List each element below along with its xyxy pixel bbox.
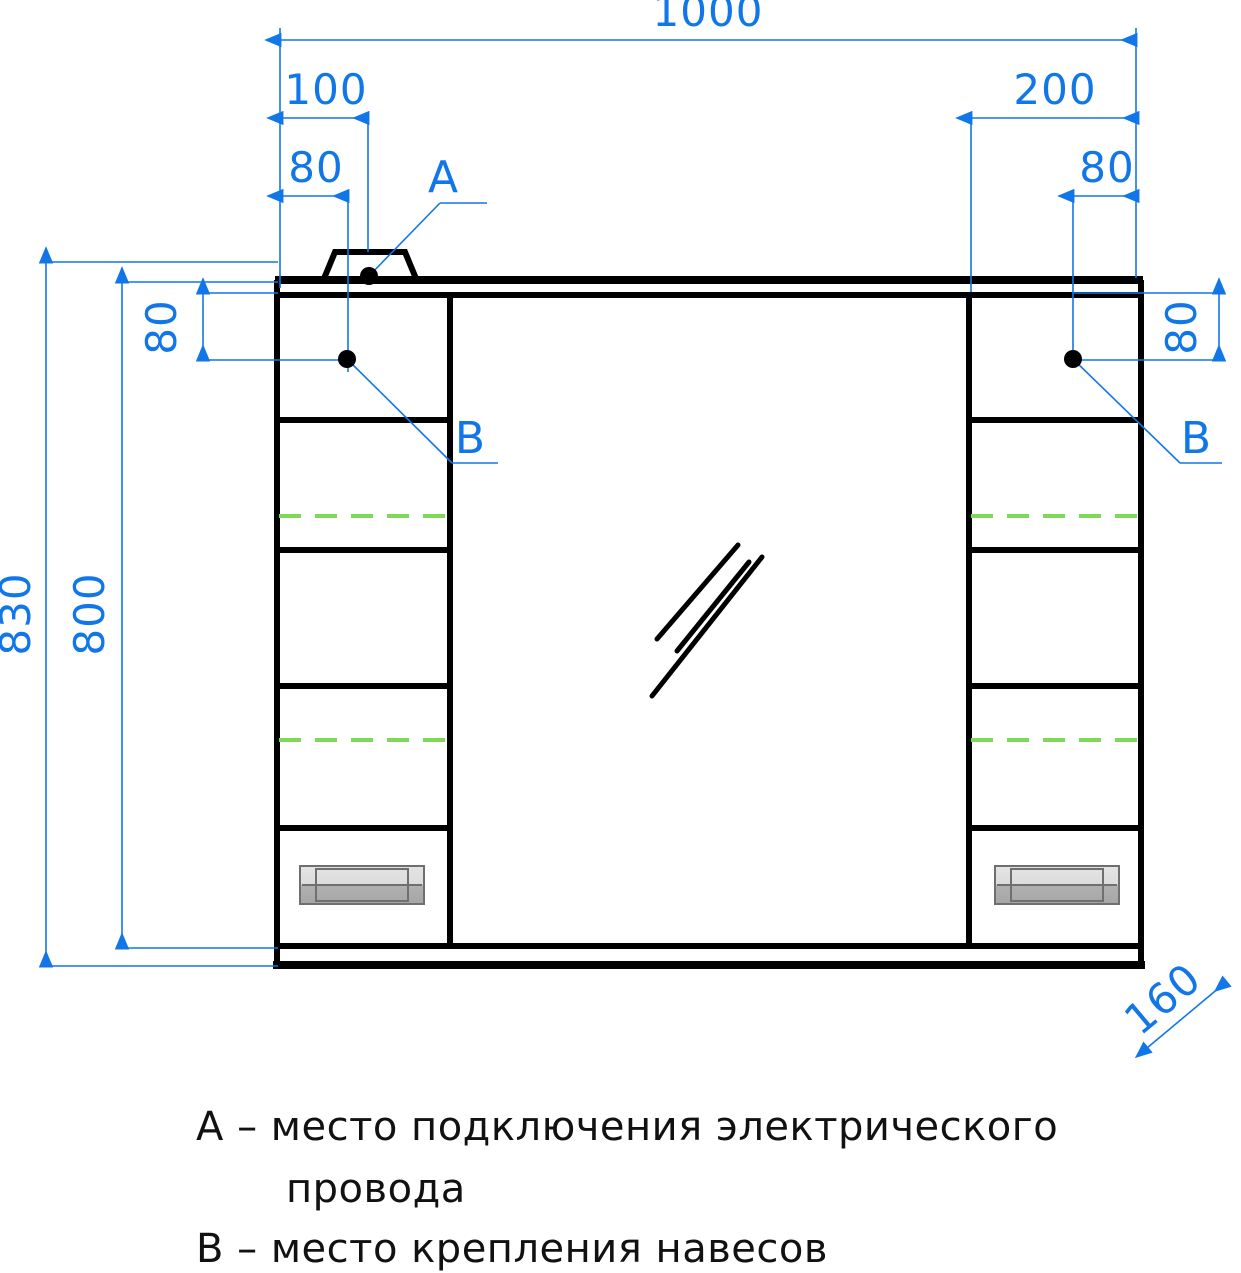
dim-label-overall-width: 1000 (653, 0, 764, 36)
callout-a-label: A (428, 152, 458, 203)
right-door-column[interactable] (966, 295, 1141, 946)
dimension-left-80: 80 (266, 143, 350, 372)
dim-label-left-top-80: 80 (137, 299, 186, 354)
legend-line-2: провода (286, 1166, 466, 1212)
dim-label-overall-height: 830 (0, 572, 40, 655)
right-door-handle[interactable] (994, 865, 1120, 905)
left-door-column[interactable] (277, 295, 453, 946)
dimension-overall-height: 830 (0, 246, 278, 968)
callout-a: A (360, 152, 487, 285)
connection-point-a-marker (360, 267, 378, 285)
dim-label-body-height: 800 (65, 572, 114, 655)
center-mirror-panel (649, 542, 765, 699)
cabinet-body (273, 249, 1145, 969)
mount-point-b-left-marker (338, 350, 356, 368)
legend-block: A – место подключения электрического про… (196, 1104, 1058, 1272)
dimension-right-80: 80 (1057, 143, 1140, 362)
mount-point-b-right-marker (1064, 350, 1082, 368)
dimension-right-200: 200 (955, 65, 1140, 292)
mirror-shine-line-2 (674, 559, 752, 654)
dim-label-left-100: 100 (284, 65, 367, 114)
dimension-left-top-80: 80 (137, 277, 346, 362)
dim-label-left-80: 80 (288, 143, 343, 192)
dim-label-right-80: 80 (1079, 143, 1134, 192)
callout-b-left-label: B (455, 413, 485, 464)
mirror-shine-line-3 (654, 542, 741, 642)
dimension-right-top-80: 80 (1073, 277, 1227, 362)
legend-line-3: B – место крепления навесов (196, 1226, 828, 1272)
dimension-left-100: 100 (266, 65, 370, 252)
callout-b-left: B (338, 350, 498, 464)
dimension-overall-width: 1000 (264, 0, 1138, 288)
left-door-handle[interactable] (299, 865, 425, 905)
dim-label-right-top-80: 80 (1157, 299, 1206, 354)
callout-b-right-label: B (1181, 413, 1211, 464)
dim-label-right-200: 200 (1013, 65, 1096, 114)
callout-b-right: B (1064, 350, 1222, 464)
mirror-shine-line-1 (649, 554, 765, 699)
dimension-body-height: 800 (65, 266, 278, 950)
legend-line-1: A – место подключения электрического (196, 1104, 1058, 1150)
electrical-connector-block (320, 249, 420, 283)
